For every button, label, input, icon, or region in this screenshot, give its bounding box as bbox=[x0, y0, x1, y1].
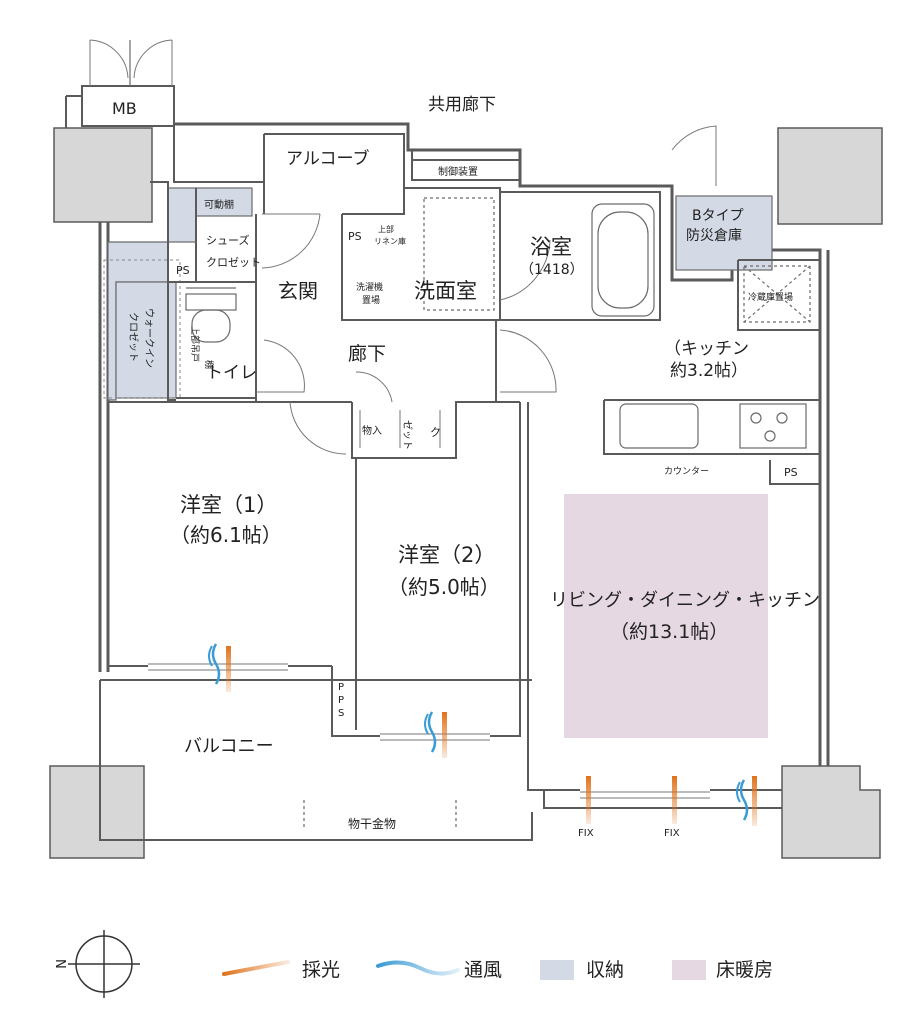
legend-sunlight-label: 採光 bbox=[302, 959, 340, 981]
label-ps-right: PS bbox=[784, 466, 798, 479]
label-shoes: シューズ bbox=[206, 233, 249, 247]
label-kitchen: （キッチン bbox=[664, 339, 749, 359]
pillar-top-left bbox=[53, 127, 153, 223]
legend-floor-heating-label: 床暖房 bbox=[716, 959, 773, 981]
storage-blocks bbox=[103, 187, 773, 401]
compass-north-label: N bbox=[52, 959, 67, 969]
label-shoes-closet: クロゼット bbox=[206, 256, 261, 269]
fixtures bbox=[185, 197, 811, 828]
label-pps-s: S bbox=[338, 708, 344, 719]
floor-heating-swatch-icon bbox=[672, 960, 706, 980]
label-hallway: 廊下 bbox=[348, 343, 386, 365]
label-toilet-shelf-2: 棚 bbox=[203, 360, 215, 369]
label-washer: 洗濯機 bbox=[356, 281, 383, 293]
legend-storage-label: 収納 bbox=[586, 959, 624, 981]
compass: N bbox=[52, 930, 140, 998]
room-labels: MB 共用廊下 アルコーブ 制御装置 可動棚 シューズ クロゼット PS PS … bbox=[112, 95, 820, 839]
label-movable-shelf: 可動棚 bbox=[204, 198, 234, 211]
label-ldk-size: （約13.1帖） bbox=[610, 621, 728, 643]
label-counter: カウンター bbox=[664, 466, 709, 477]
label-room2-size: （約5.0帖） bbox=[388, 575, 500, 599]
label-walkin: ウォークイン bbox=[143, 308, 155, 368]
label-fridge-space: 冷蔵庫置場 bbox=[748, 291, 793, 303]
label-closet-ku: ク bbox=[430, 426, 441, 439]
label-linen: リネン庫 bbox=[374, 236, 406, 246]
label-bosai-storage: 防災倉庫 bbox=[686, 227, 742, 244]
label-common-corridor: 共用廊下 bbox=[428, 95, 496, 115]
label-washer-place: 置場 bbox=[362, 294, 380, 306]
label-room1: 洋室（1） bbox=[180, 493, 277, 517]
label-room2: 洋室（2） bbox=[398, 543, 495, 567]
legend: 採光 通風 収納 床暖房 bbox=[222, 959, 773, 981]
label-balcony: バルコニー bbox=[184, 736, 274, 757]
label-pps-p2: P bbox=[338, 695, 344, 706]
label-alcove: アルコーブ bbox=[286, 148, 369, 169]
sunlight-stroke-icon bbox=[222, 960, 290, 976]
pillar-bottom-left bbox=[49, 765, 145, 859]
legend-wind-label: 通風 bbox=[464, 959, 502, 981]
wind-stroke-icon bbox=[376, 960, 460, 976]
label-bath-size: （1418） bbox=[520, 262, 584, 278]
label-pps-p1: P bbox=[338, 682, 344, 693]
label-walkin-closet: クロゼット bbox=[127, 312, 139, 362]
doors bbox=[256, 125, 717, 455]
label-kitchen-size: 約3.2帖） bbox=[670, 361, 748, 381]
label-drying-rod: 物干金物 bbox=[348, 816, 396, 831]
airflow-markers bbox=[208, 643, 757, 826]
label-fix-1: FIX bbox=[578, 828, 594, 839]
label-toilet: トイレ bbox=[206, 363, 257, 383]
windows bbox=[148, 663, 710, 799]
label-linen-top: 上部 bbox=[378, 224, 394, 234]
storage-swatch-icon bbox=[540, 960, 574, 980]
label-fix-2: FIX bbox=[664, 828, 680, 839]
pillar-top-right bbox=[777, 127, 883, 225]
mb-area bbox=[81, 39, 175, 127]
label-ps-left: PS bbox=[176, 264, 190, 277]
label-ldk: リビング・ダイニング・キッチン bbox=[550, 590, 820, 611]
label-washroom: 洗面室 bbox=[414, 279, 477, 303]
label-genkan: 玄関 bbox=[278, 279, 318, 303]
interior-walls bbox=[99, 124, 820, 841]
label-ps-mid: PS bbox=[348, 230, 362, 243]
pillar-bottom-right bbox=[781, 765, 881, 859]
label-toilet-shelf: 上部吊戸 bbox=[189, 326, 201, 362]
label-room1-size: （約6.1帖） bbox=[170, 523, 282, 547]
label-closet-zet: ゼット bbox=[401, 420, 413, 450]
label-mb: MB bbox=[112, 99, 137, 118]
label-control-device: 制御装置 bbox=[438, 165, 478, 178]
floor-heating-area bbox=[564, 494, 768, 738]
label-btype: Bタイプ bbox=[692, 208, 744, 224]
label-storage-nyu: 物入 bbox=[362, 424, 382, 437]
label-bath: 浴室 bbox=[530, 235, 572, 259]
